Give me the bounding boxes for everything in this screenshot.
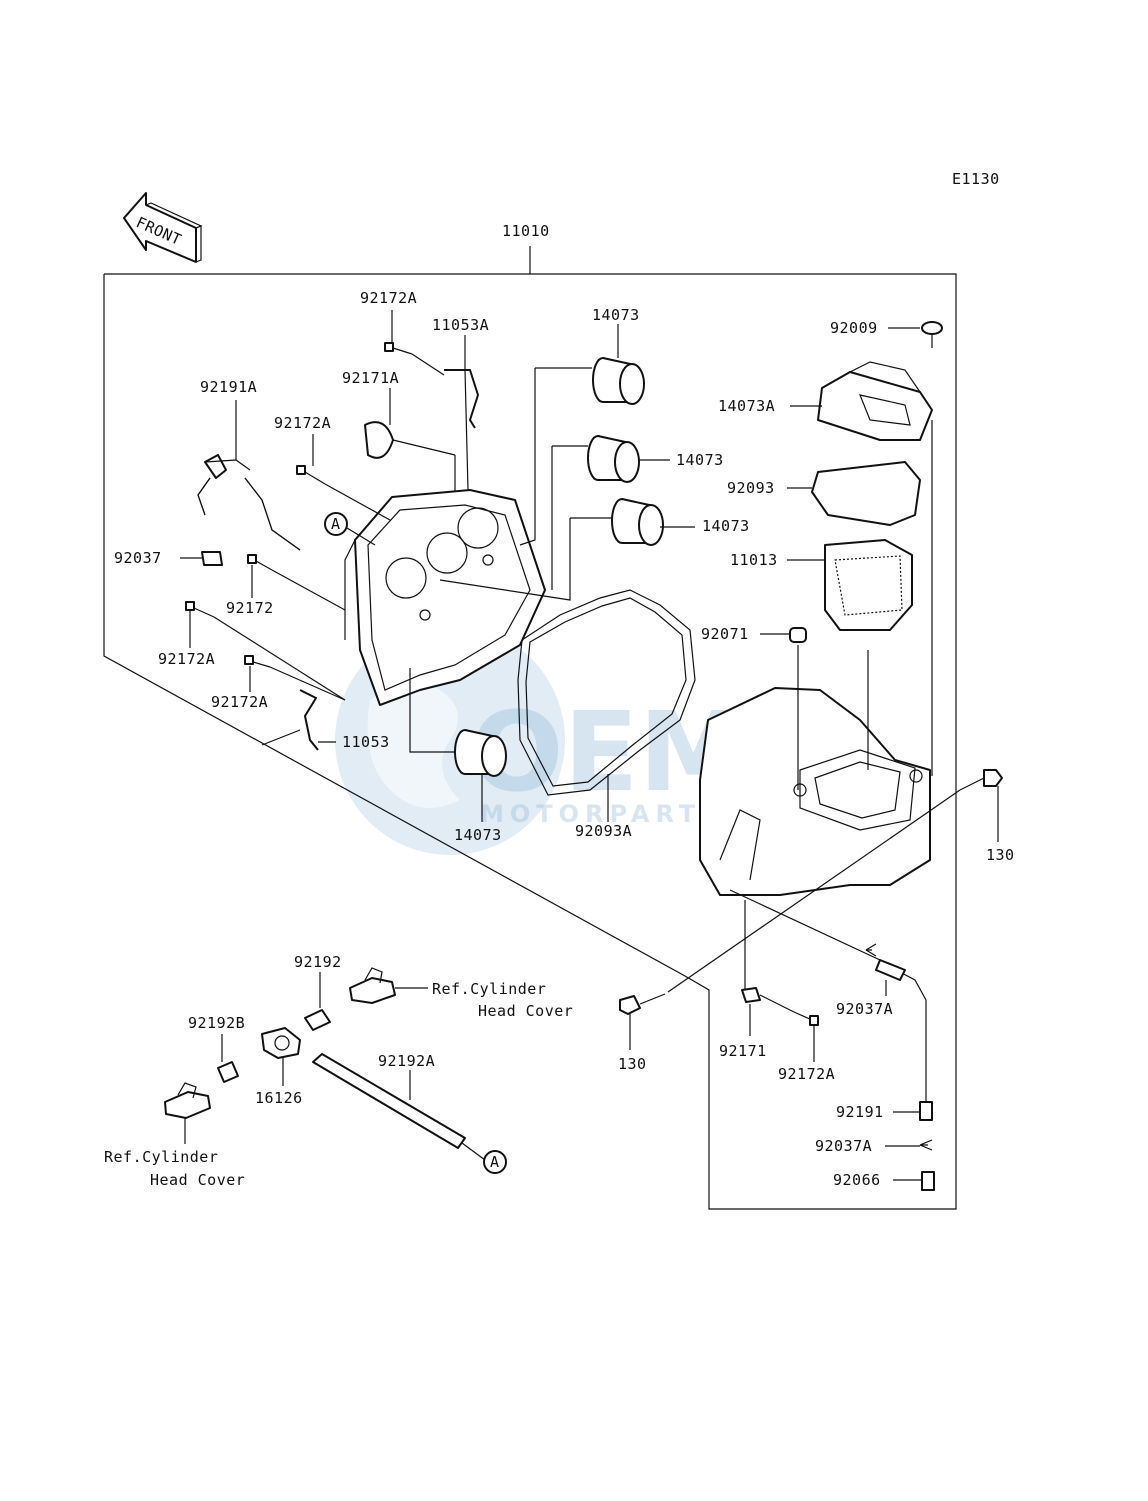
bolt-92172A-b [296, 465, 326, 485]
bracket-11053A [444, 369, 479, 429]
label-11053A: 11053A [432, 316, 489, 334]
leader-lines [180, 310, 999, 1181]
label-92192B: 92192B [188, 1014, 245, 1032]
assembly-bracket: 11010 [103, 222, 957, 1210]
label-92171A: 92171A [342, 369, 399, 387]
label-14073A: 14073A [718, 397, 775, 415]
gasket-92093 [811, 461, 921, 526]
grommet-92071 [789, 627, 807, 643]
label-16126: 16126 [255, 1089, 303, 1107]
bolt-130-right [959, 769, 1003, 791]
label-92191A: 92191A [200, 378, 257, 396]
plug-92066 [921, 1171, 935, 1191]
label-92037A-b: 92037A [815, 1137, 872, 1155]
callout-a-hose: A [461, 1142, 507, 1174]
label-14073-d: 14073 [454, 826, 502, 844]
bolt-92172A-d [244, 655, 271, 668]
air-cleaner-cover [344, 489, 546, 706]
hose-92191 [919, 1101, 933, 1121]
part-labels: 92172A 11053A 14073 92009 92191A 92171A … [104, 289, 1015, 1189]
label-14073-c: 14073 [702, 517, 750, 535]
ref-cylinder-cap-1 [349, 967, 396, 1004]
label-130-bottom: 130 [618, 1055, 647, 1073]
label-92037A-a: 92037A [836, 1000, 893, 1018]
label-head-cover-2: Head Cover [150, 1171, 245, 1189]
clamp-92037 [201, 551, 223, 566]
clamp-92171A [364, 421, 394, 459]
bolt-92172A-e [793, 1011, 819, 1026]
bolt-92172 [247, 554, 273, 571]
label-92037: 92037 [114, 549, 162, 567]
drain-tube [895, 969, 927, 1102]
duct-14073-d [454, 729, 507, 777]
watermark-sub: MOTORPARTS [480, 800, 725, 828]
label-92172A-top: 92172A [360, 289, 417, 307]
assembly-label: 11010 [502, 222, 550, 240]
ref-cylinder-cap-2 [164, 1082, 211, 1119]
label-92009: 92009 [830, 319, 878, 337]
label-92093A: 92093A [575, 822, 632, 840]
label-92172A-b: 92172A [274, 414, 331, 432]
clamp-92037A-a [865, 943, 877, 957]
label-head-cover-1: Head Cover [478, 1002, 573, 1020]
air-cleaner-housing [699, 687, 931, 896]
label-92192A: 92192A [378, 1052, 435, 1070]
callout-a-cover: A [324, 512, 376, 546]
label-ref-cylinder-1: Ref.Cylinder [432, 980, 546, 998]
label-14073-a: 14073 [592, 306, 640, 324]
label-92071: 92071 [701, 625, 749, 643]
hose-92192B [217, 1061, 239, 1083]
label-92093: 92093 [727, 479, 775, 497]
gasket-92093A [517, 589, 696, 796]
diagram-id: E1130 [952, 170, 1000, 188]
label-11013: 11013 [730, 551, 778, 569]
label-92171: 92171 [719, 1042, 767, 1060]
gasket-92093A-inner [525, 597, 687, 787]
clamp-92171 [741, 987, 761, 1003]
label-92172: 92172 [226, 599, 274, 617]
label-11053: 11053 [342, 733, 390, 751]
callout-a-text-2: A [490, 1153, 500, 1171]
label-ref-cylinder-2: Ref.Cylinder [104, 1148, 218, 1166]
valve-16126 [261, 1027, 301, 1059]
label-92191: 92191 [836, 1103, 884, 1121]
bracket-11053 [299, 689, 319, 751]
element-11013 [824, 539, 913, 631]
label-92172A-e: 92172A [778, 1065, 835, 1083]
bolt-130-bottom [619, 993, 666, 1015]
label-14073-b: 14073 [676, 451, 724, 469]
front-arrow-icon: FRONT [123, 192, 203, 263]
hose-92192A [312, 1053, 466, 1149]
cover-14073A [817, 361, 933, 441]
label-92066: 92066 [833, 1171, 881, 1189]
clamp-92037A-b [919, 1139, 933, 1151]
label-92172A-c: 92172A [158, 650, 215, 668]
hose-92192 [304, 1009, 331, 1031]
duct-14073-a [592, 357, 645, 405]
label-92192: 92192 [294, 953, 342, 971]
duct-14073-b [587, 435, 640, 483]
label-92172A-d: 92172A [211, 693, 268, 711]
callout-a-text: A [331, 515, 341, 533]
label-130-right: 130 [986, 846, 1015, 864]
bolt-92172A-top [384, 342, 413, 355]
hose-end [875, 959, 906, 981]
screw-92009 [921, 321, 943, 348]
duct-14073-c [611, 498, 664, 546]
